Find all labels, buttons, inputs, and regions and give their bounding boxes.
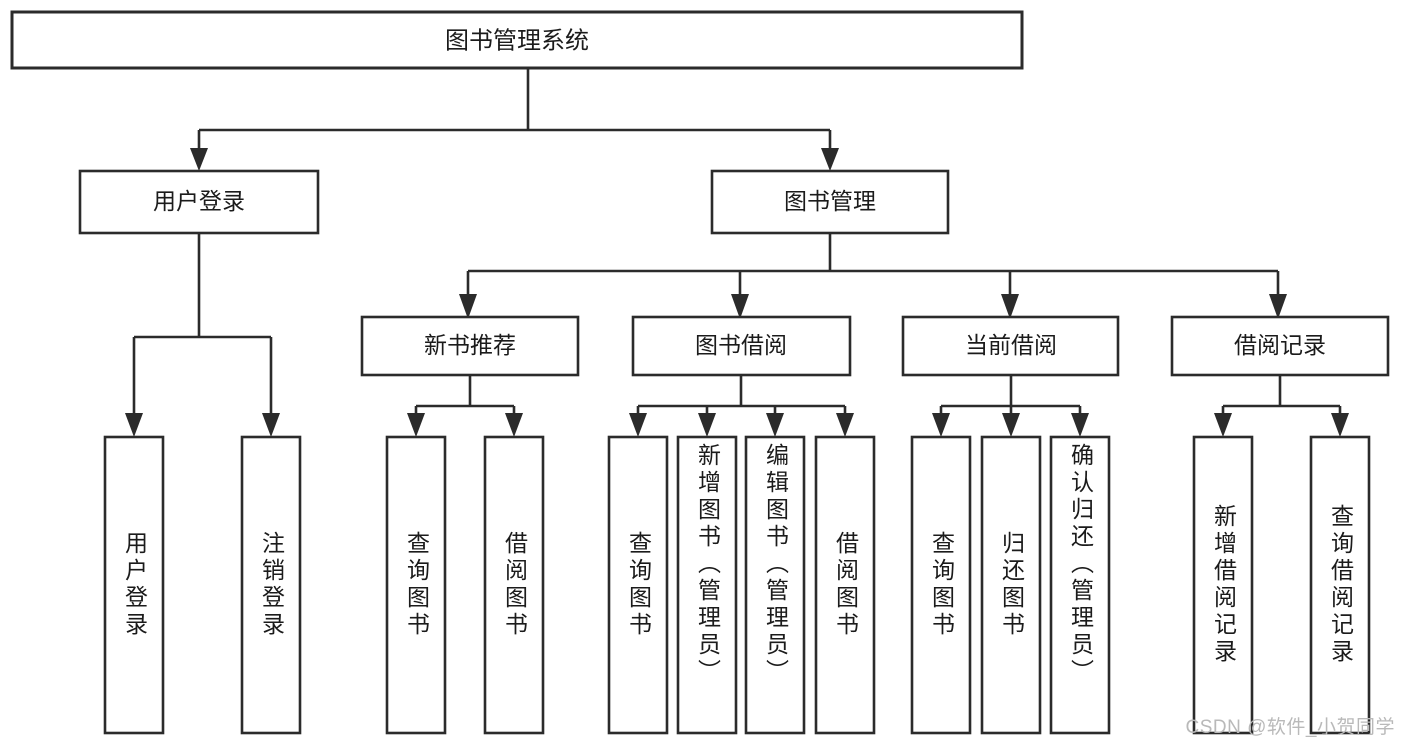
arrow-head-leaf-book-borrow-3 [766, 413, 784, 437]
leaf-boxes-current-borrow [910, 435, 1111, 735]
arrow-head-borrow-record [1269, 294, 1287, 319]
arrow-head-leaf-current-borrow-2 [1002, 413, 1020, 437]
node-new-book-recommend-box[interactable] [360, 315, 580, 377]
arrow-head-leaf-book-borrow-2 [698, 413, 716, 437]
leaf-box-book-borrow-3[interactable] [744, 435, 806, 735]
arrow-head-leaf-book-borrow-1 [629, 413, 647, 437]
leaf-box-book-borrow-2[interactable] [676, 435, 738, 735]
node-book-borrow-box[interactable] [631, 315, 852, 377]
node-borrow-record-box[interactable] [1170, 315, 1390, 377]
arrow-head-leaf-user-login-2 [262, 413, 280, 437]
arrow-head-leaf-current-borrow-1 [932, 413, 950, 437]
arrow-head-book-borrow [731, 294, 749, 319]
node-new-book-recommend[interactable]: 新书推荐 [360, 315, 580, 377]
arrow-head-leaf-borrow-record-1 [1214, 413, 1232, 437]
leaf-box-book-borrow-1[interactable] [607, 435, 669, 735]
node-user-login[interactable]: 用户登录 [78, 169, 320, 235]
csdn-watermark: CSDN @软件_小贺同学 [1185, 717, 1395, 738]
arrow-head-book-mgmt [821, 148, 839, 171]
arrow-head-leaf-current-borrow-3 [1071, 413, 1089, 437]
node-root[interactable]: 图书管理系统 [10, 10, 1024, 70]
node-book-management[interactable]: 图书管理 [710, 169, 950, 235]
arrow-head-leaf-borrow-record-2 [1331, 413, 1349, 437]
node-book-borrow[interactable]: 图书借阅 [631, 315, 852, 377]
connector-group-borrow-record [1214, 375, 1349, 437]
arrow-head-leaf-new-book-2 [505, 413, 523, 437]
leaf-box-borrow-record-2[interactable] [1309, 435, 1371, 735]
node-root-box[interactable] [10, 10, 1024, 70]
connector-group-book-mgmt [459, 233, 1287, 319]
connector-group-new-book [407, 375, 523, 437]
leaf-box-current-borrow-3[interactable] [1049, 435, 1111, 735]
node-borrow-record-label: 借阅记录 [1234, 332, 1326, 358]
leaf-box-new-book-1[interactable] [385, 435, 447, 735]
leaf-boxes-borrow-record [1192, 435, 1371, 735]
connector-group-root [190, 68, 839, 171]
node-borrow-record[interactable]: 借阅记录 [1170, 315, 1390, 377]
arrow-head-leaf-user-login-1 [125, 413, 143, 437]
leaf-boxes-user-login [103, 435, 302, 735]
node-book-management-box[interactable] [710, 169, 950, 235]
arrow-head-new-book [459, 294, 477, 319]
arrow-head-user-login [190, 148, 208, 171]
leaf-boxes-new-book-recommend [385, 435, 545, 735]
leaf-box-book-borrow-4[interactable] [814, 435, 876, 735]
node-user-login-label: 用户登录 [153, 188, 245, 214]
leaf-box-new-book-2[interactable] [483, 435, 545, 735]
node-new-book-recommend-label: 新书推荐 [424, 332, 516, 358]
arrow-head-current-borrow [1001, 294, 1019, 319]
connector-group-current-borrow [932, 375, 1089, 437]
arrow-head-leaf-new-book-1 [407, 413, 425, 437]
arrow-head-leaf-book-borrow-4 [836, 413, 854, 437]
leaf-boxes-book-borrow [607, 435, 876, 735]
node-user-login-box[interactable] [78, 169, 320, 235]
node-book-borrow-label: 图书借阅 [695, 332, 787, 358]
leaf-box-user-login-2[interactable] [240, 435, 302, 735]
node-current-borrow-label: 当前借阅 [965, 332, 1057, 358]
node-current-borrow[interactable]: 当前借阅 [901, 315, 1120, 377]
leaf-box-user-login-1[interactable] [103, 435, 165, 735]
node-book-management-label: 图书管理 [784, 188, 876, 214]
leaf-box-current-borrow-1[interactable] [910, 435, 972, 735]
leaf-box-current-borrow-2[interactable] [980, 435, 1042, 735]
node-current-borrow-box[interactable] [901, 315, 1120, 377]
connector-group-book-borrow [629, 375, 854, 437]
node-root-label: 图书管理系统 [445, 27, 589, 54]
connector-group-user-login [125, 233, 280, 437]
leaf-box-borrow-record-1[interactable] [1192, 435, 1254, 735]
